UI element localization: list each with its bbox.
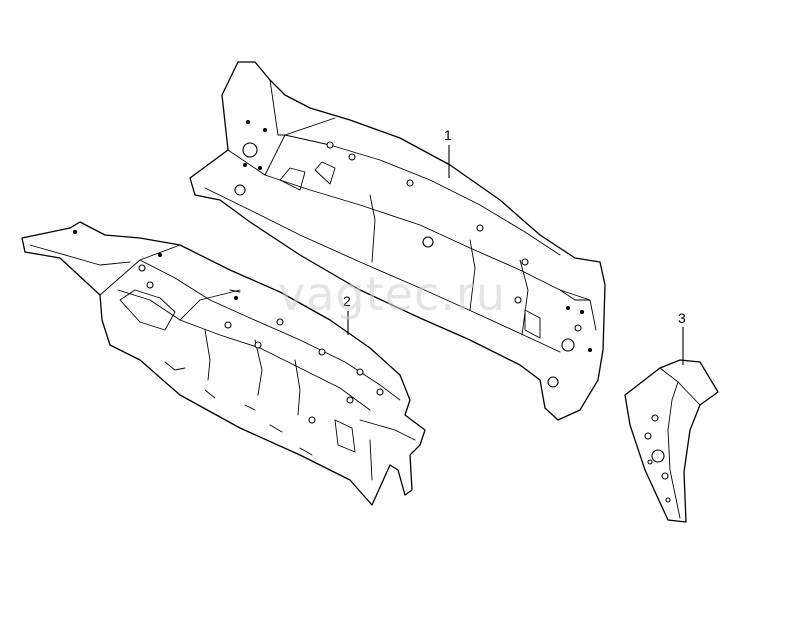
callout-1: 1 — [444, 127, 452, 178]
watermark-text: vagtec.ru — [278, 267, 506, 321]
callout-3: 3 — [678, 310, 686, 365]
part-2-rear-panel-lower — [21, 221, 426, 506]
callout-2-label: 2 — [343, 293, 351, 309]
callout-2: 2 — [343, 293, 351, 335]
part-1-upper-rear-panel — [189, 61, 606, 421]
callout-1-label: 1 — [444, 127, 452, 143]
callout-3-label: 3 — [678, 310, 686, 326]
part-3-side-bracket — [624, 359, 719, 523]
